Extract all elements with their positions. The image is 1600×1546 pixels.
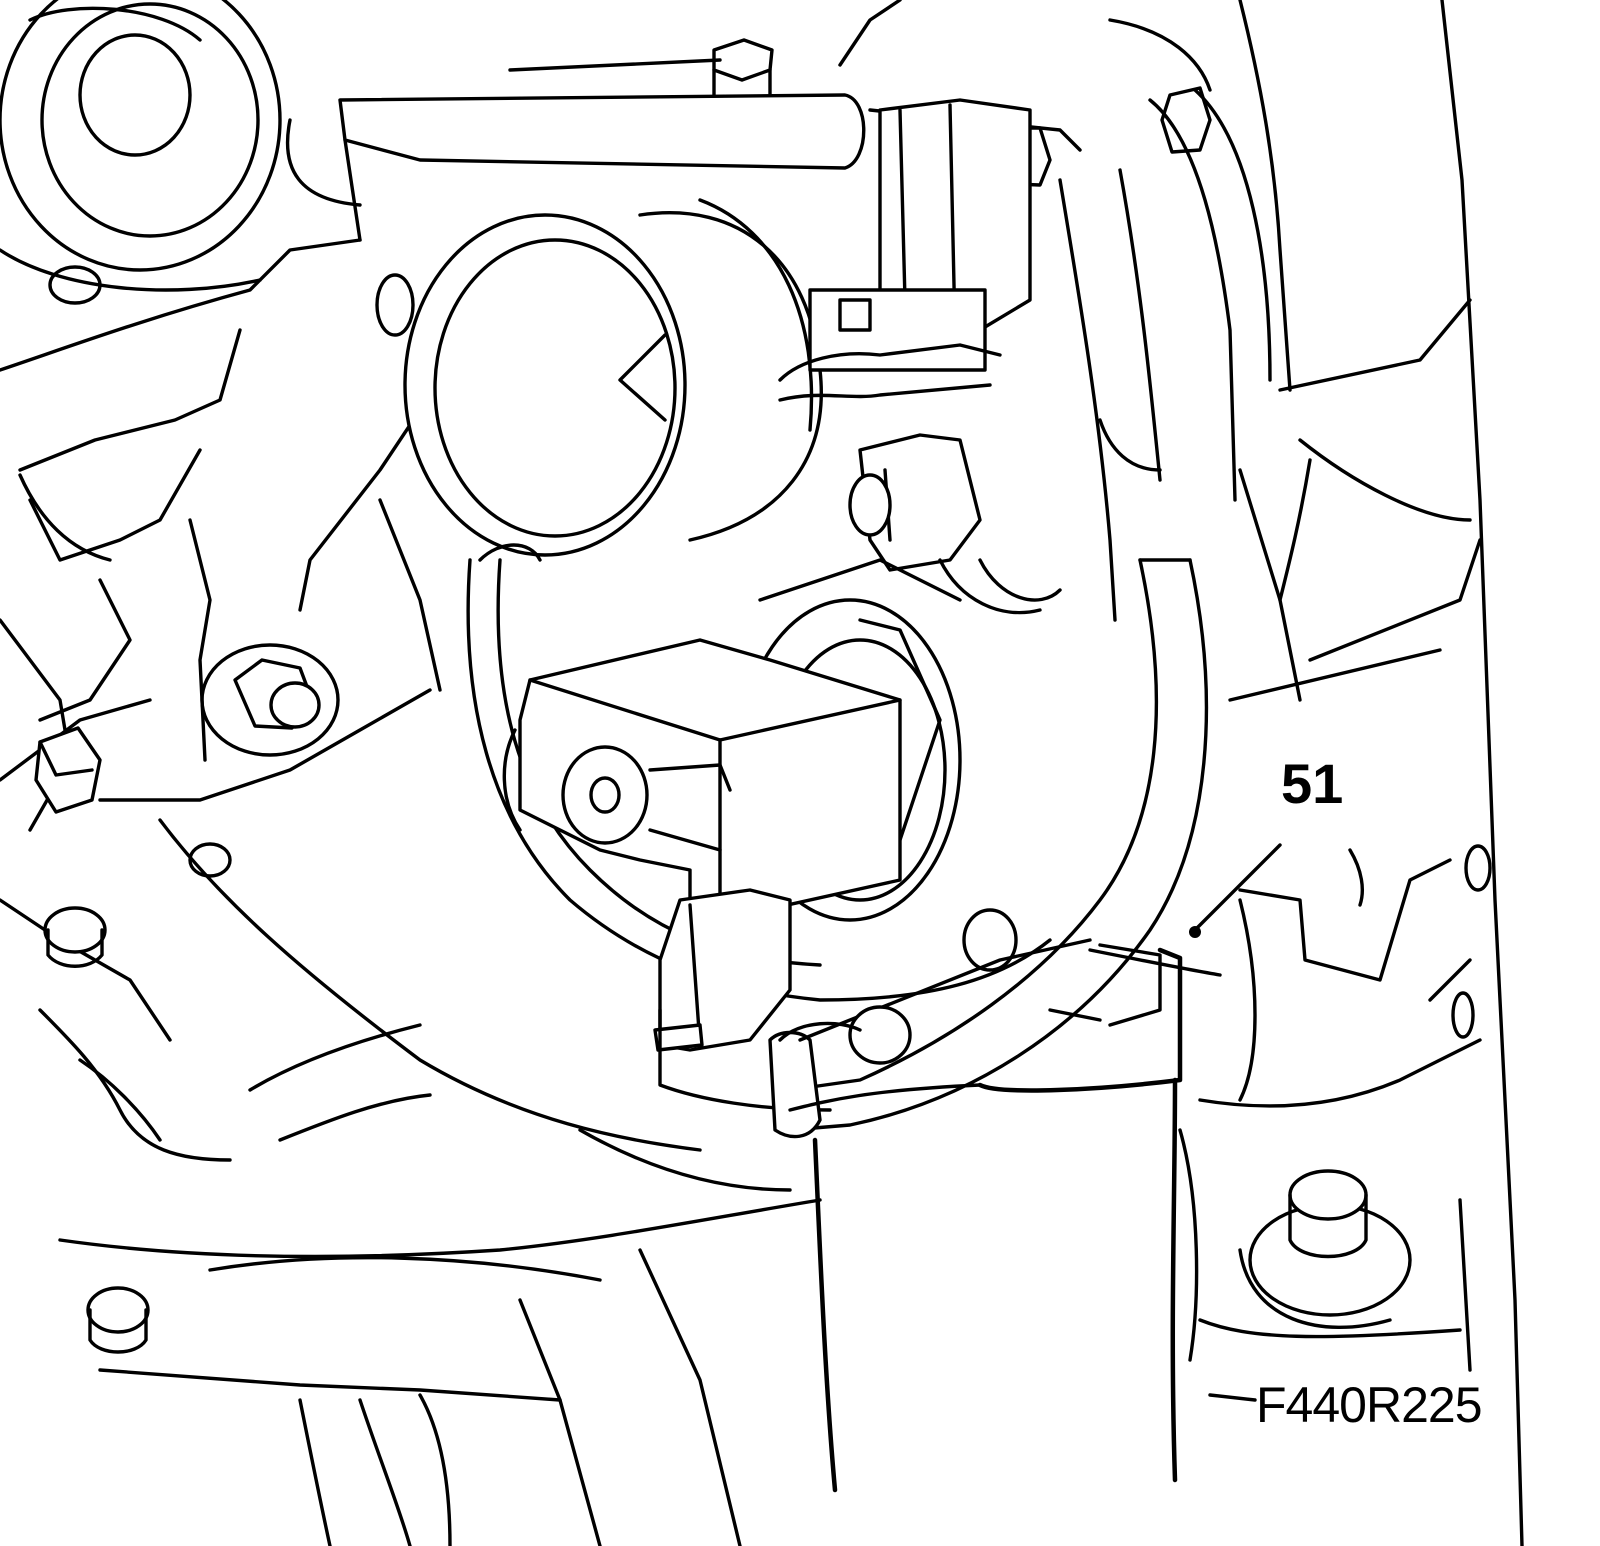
bolt-bottom-left [86,1286,150,1354]
bolt-bracket-nut [200,643,340,757]
callout-number: 51 [1281,752,1344,815]
bolt-hex-left [34,726,102,814]
callout-leader [1189,843,1282,938]
upper-hose [285,0,1082,242]
bolt-lower-left [43,906,107,968]
pipe-highlighted [788,1077,1178,1493]
engine-block [0,238,822,1546]
frame-edge [1440,0,1524,1546]
figure-code: F440R225 [1256,1377,1482,1433]
bolt-centre [962,908,1018,972]
solenoid-connector [502,638,902,1052]
hole [188,842,232,878]
upper-sensor [778,98,1032,572]
throttle-body [375,198,823,557]
bolt-right-upper [1160,86,1212,154]
figure-code-leader [1208,1393,1257,1402]
throttle-housing [658,938,1222,1139]
right-bracket [1178,844,1492,1372]
hose-vertical-right [1058,0,1482,702]
main-hose [788,418,1209,1132]
bolt-lower-right [1238,1169,1412,1329]
hole [48,265,102,305]
pulley [0,0,282,292]
